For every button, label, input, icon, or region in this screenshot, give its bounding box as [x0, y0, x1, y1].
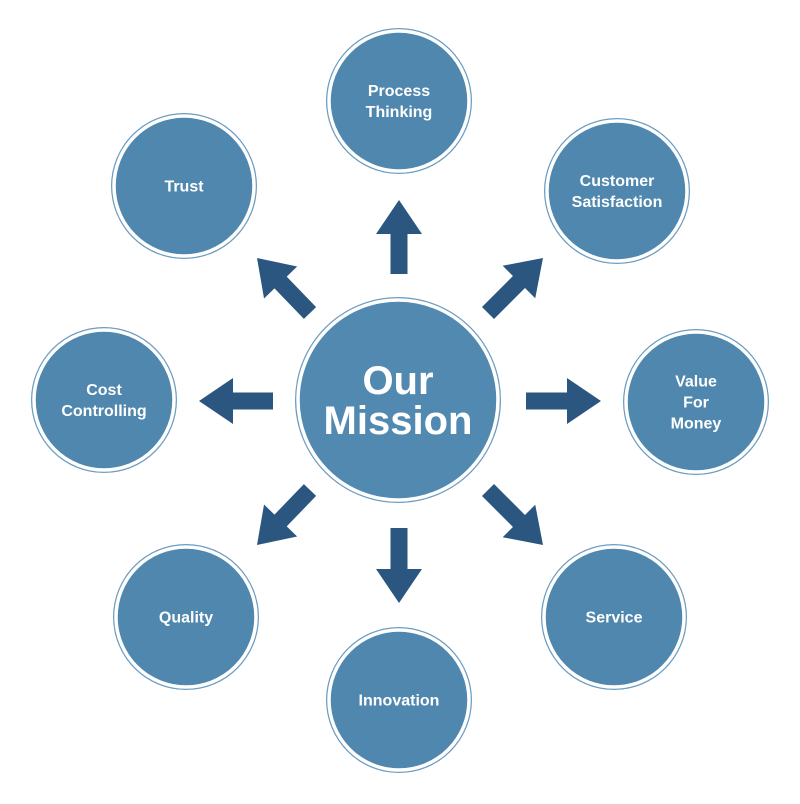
- arrow-right-shape: [526, 378, 601, 424]
- node-value-for-money-circle: [624, 330, 768, 474]
- arrow-right: [526, 378, 601, 424]
- node-service-circle: [542, 545, 686, 689]
- node-process-thinking-label-line: Thinking: [366, 104, 433, 121]
- arrow-up-shape: [376, 200, 422, 274]
- node-cost-controlling-label-line: Controlling: [61, 403, 146, 420]
- arrow-up-left: [257, 258, 317, 319]
- node-innovation-label-line: Innovation: [359, 693, 440, 710]
- node-service: Service: [541, 544, 687, 690]
- node-value-for-money-label-line: For: [683, 395, 709, 412]
- arrow-up: [376, 200, 422, 274]
- arrow-up-right: [481, 258, 543, 320]
- node-cost-controlling-label-line: Cost: [86, 382, 122, 399]
- arrow-up-right-shape: [481, 258, 543, 320]
- node-innovation-circle: [327, 628, 471, 772]
- arrow-down-left-shape: [257, 484, 317, 545]
- node-trust: Trust: [111, 113, 257, 259]
- center-node-circle: [296, 298, 500, 502]
- arrow-down-left: [257, 484, 317, 545]
- arrow-up-left-shape: [257, 258, 317, 319]
- node-value-for-money-label-line: Value: [675, 374, 717, 391]
- arrows-layer: [199, 200, 601, 603]
- arrow-down-right: [481, 483, 543, 545]
- node-cost-controlling-circle: [32, 328, 176, 472]
- arrow-down: [376, 528, 422, 603]
- node-service-label-line: Service: [586, 610, 643, 627]
- node-innovation: Innovation: [326, 627, 472, 773]
- node-trust-circle: [112, 114, 256, 258]
- arrow-down-shape: [376, 528, 422, 603]
- node-process-thinking-circle: [327, 29, 471, 173]
- center-node-label-line: Our: [362, 359, 433, 403]
- center-node-label-line: Mission: [324, 399, 473, 443]
- node-customer-satisfaction-label-line: Customer: [580, 173, 655, 190]
- arrow-down-right-shape: [481, 483, 543, 545]
- node-quality-label-line: Quality: [159, 610, 213, 627]
- node-quality-circle: [114, 545, 258, 689]
- node-trust-label-line: Trust: [164, 179, 204, 196]
- node-value-for-money-label-line: Money: [671, 416, 722, 433]
- node-customer-satisfaction-circle: [545, 119, 689, 263]
- node-process-thinking-label-line: Process: [368, 83, 430, 100]
- node-quality: Quality: [113, 544, 259, 690]
- arrow-left-shape: [199, 378, 273, 424]
- nodes-layer: ProcessThinkingCustomerSatisfactionValue…: [31, 28, 769, 773]
- arrow-left: [199, 378, 273, 424]
- node-customer-satisfaction-label-line: Satisfaction: [572, 194, 663, 211]
